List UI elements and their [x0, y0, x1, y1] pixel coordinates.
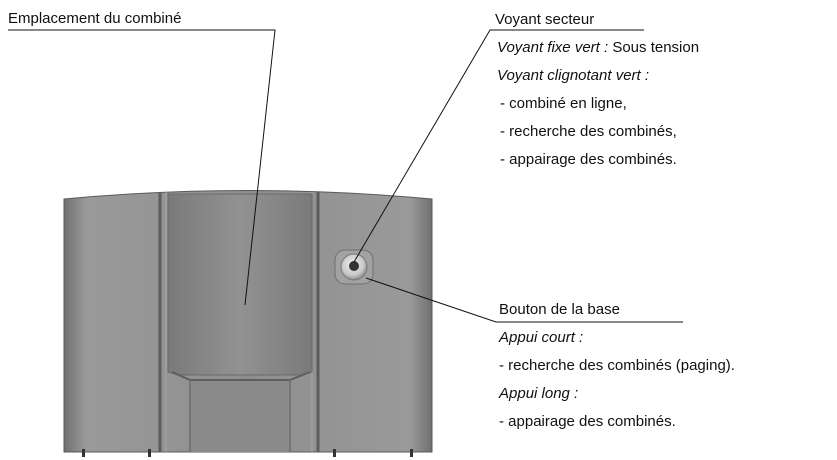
- base-button: [334, 249, 374, 285]
- base-station-feet: [82, 449, 413, 457]
- power-led-blink-item: - combiné en ligne,: [500, 95, 627, 112]
- power-led-title: Voyant secteur: [495, 11, 595, 28]
- base-button-long-item: - appairage des combinés.: [499, 413, 676, 430]
- base-button-title: Bouton de la base: [499, 301, 620, 318]
- leader-lines: [8, 29, 683, 323]
- power-led-icon: [349, 261, 359, 271]
- leader-power-led: [353, 29, 644, 263]
- power-led-blink-item: - recherche des combinés,: [500, 123, 677, 140]
- leader-handset: [8, 29, 276, 306]
- leader-base-button: [365, 277, 683, 323]
- base-button-short-label: Appui court :: [499, 329, 584, 346]
- handset-location-label: Emplacement du combiné: [8, 10, 182, 27]
- base-button-short-item: - recherche des combinés (paging).: [499, 357, 735, 374]
- power-led-blink-label: Voyant clignotant vert :: [497, 67, 650, 84]
- base-button-long-label: Appui long :: [499, 385, 579, 402]
- power-led-steady-line: Voyant fixe vert : Sous tension: [497, 39, 699, 57]
- power-led-steady-label: Voyant fixe vert :: [497, 39, 609, 56]
- power-led-steady-text: Sous tension: [608, 39, 700, 56]
- handset-cradle: [167, 193, 313, 452]
- power-led-blink-item: - appairage des combinés.: [500, 151, 677, 168]
